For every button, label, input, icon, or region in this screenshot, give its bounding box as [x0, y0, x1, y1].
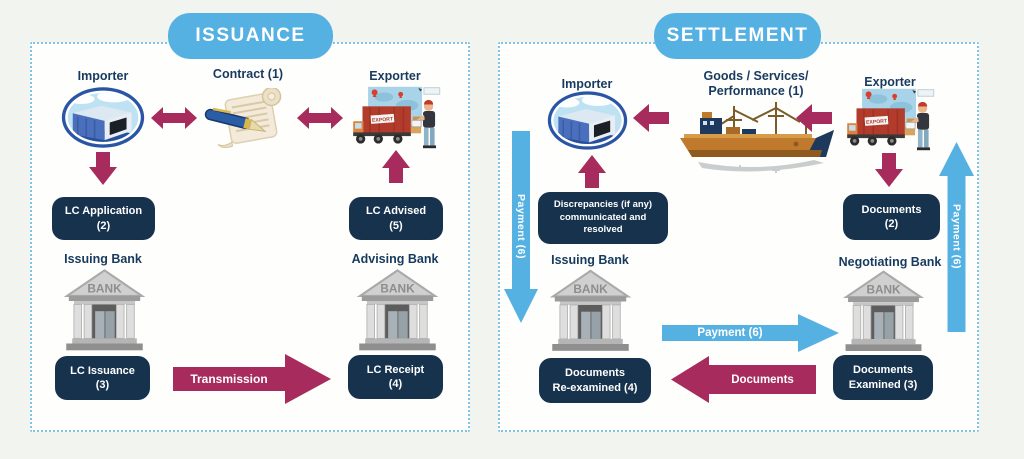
ship-to-importer-arrow-icon: [633, 104, 669, 132]
contract-pen-icon: [197, 88, 299, 150]
lc-application-box: LC Application (2): [52, 197, 155, 240]
payment-horizontal-label: Payment (6): [697, 327, 763, 339]
exporter-up-arrow-icon: [382, 150, 410, 183]
transmission-arrow: Transmission: [173, 354, 331, 404]
documents-reexamined-box: Documents Re-examined (4): [539, 358, 651, 403]
issuance-exporter-label: Exporter: [369, 69, 421, 83]
settlement-exporter-label: Exporter: [864, 75, 916, 89]
issuance-importer-label: Importer: [77, 69, 129, 83]
settlement-importer-globe-icon: [547, 90, 628, 151]
settlement-header: SETTLEMENT: [654, 13, 821, 59]
importer-contract-double-arrow-icon: [150, 104, 198, 132]
lc-issuance-box: LC Issuance (3): [55, 356, 150, 400]
documents-down-arrow-icon: [875, 153, 903, 187]
exporter-to-ship-arrow-icon: [796, 104, 832, 132]
documents-arrow-label: Documents: [731, 373, 794, 386]
export-sign: EXPORT: [866, 118, 888, 126]
bank-sign: BANK: [573, 282, 608, 296]
settlement-title: SETTLEMENT: [666, 25, 809, 46]
negotiating-bank-icon: BANK: [841, 270, 926, 351]
settlement-exporter-truck-icon: EXPORT: [843, 86, 937, 153]
contract-exporter-double-arrow-icon: [296, 104, 344, 132]
documents-box: Documents (2): [843, 194, 940, 240]
settlement-issuing-bank-icon: BANK: [548, 269, 633, 351]
bank-sign: BANK: [380, 282, 415, 296]
importer-down-arrow-icon: [89, 152, 117, 185]
documents-examined-box: Documents Examined (3): [833, 355, 933, 400]
bank-sign: BANK: [87, 282, 122, 296]
payment-down-label: Payment (6): [515, 194, 527, 260]
importer-globe-icon: [61, 86, 145, 149]
lc-receipt-box: LC Receipt (4): [348, 355, 443, 399]
issuance-title: ISSUANCE: [195, 25, 306, 46]
payment-up-arrow: Payment (6): [939, 142, 974, 332]
exporter-truck-icon: EXPORT: [349, 84, 443, 151]
issuance-header: ISSUANCE: [168, 13, 333, 59]
issuance-contract-label: Contract (1): [212, 67, 284, 81]
payment-up-label: Payment (6): [950, 204, 963, 270]
settlement-issuing-bank-label: Issuing Bank: [551, 253, 629, 267]
goods-services-label: Goods / Services/ Performance (1): [703, 69, 809, 98]
transmission-label: Transmission: [190, 372, 268, 386]
lc-advised-box: LC Advised (5): [349, 197, 443, 240]
export-sign: EXPORT: [372, 116, 394, 124]
discrepancies-box: Discrepancies (if any) communicated and …: [538, 192, 668, 244]
payment-horizontal-arrow: Payment (6): [662, 314, 839, 352]
advising-bank-label: Advising Bank: [351, 252, 439, 266]
issuing-bank-label: Issuing Bank: [64, 252, 142, 266]
payment-down-arrow: Payment (6): [504, 131, 538, 323]
advising-bank-icon: BANK: [355, 268, 440, 351]
bank-sign: BANK: [866, 283, 901, 297]
negotiating-bank-label: Negotiating Bank: [838, 255, 942, 269]
documents-left-arrow: Documents: [671, 356, 816, 403]
issuing-bank-icon: BANK: [62, 268, 147, 351]
settlement-importer-label: Importer: [561, 77, 613, 91]
discrepancies-up-arrow-icon: [578, 155, 606, 188]
